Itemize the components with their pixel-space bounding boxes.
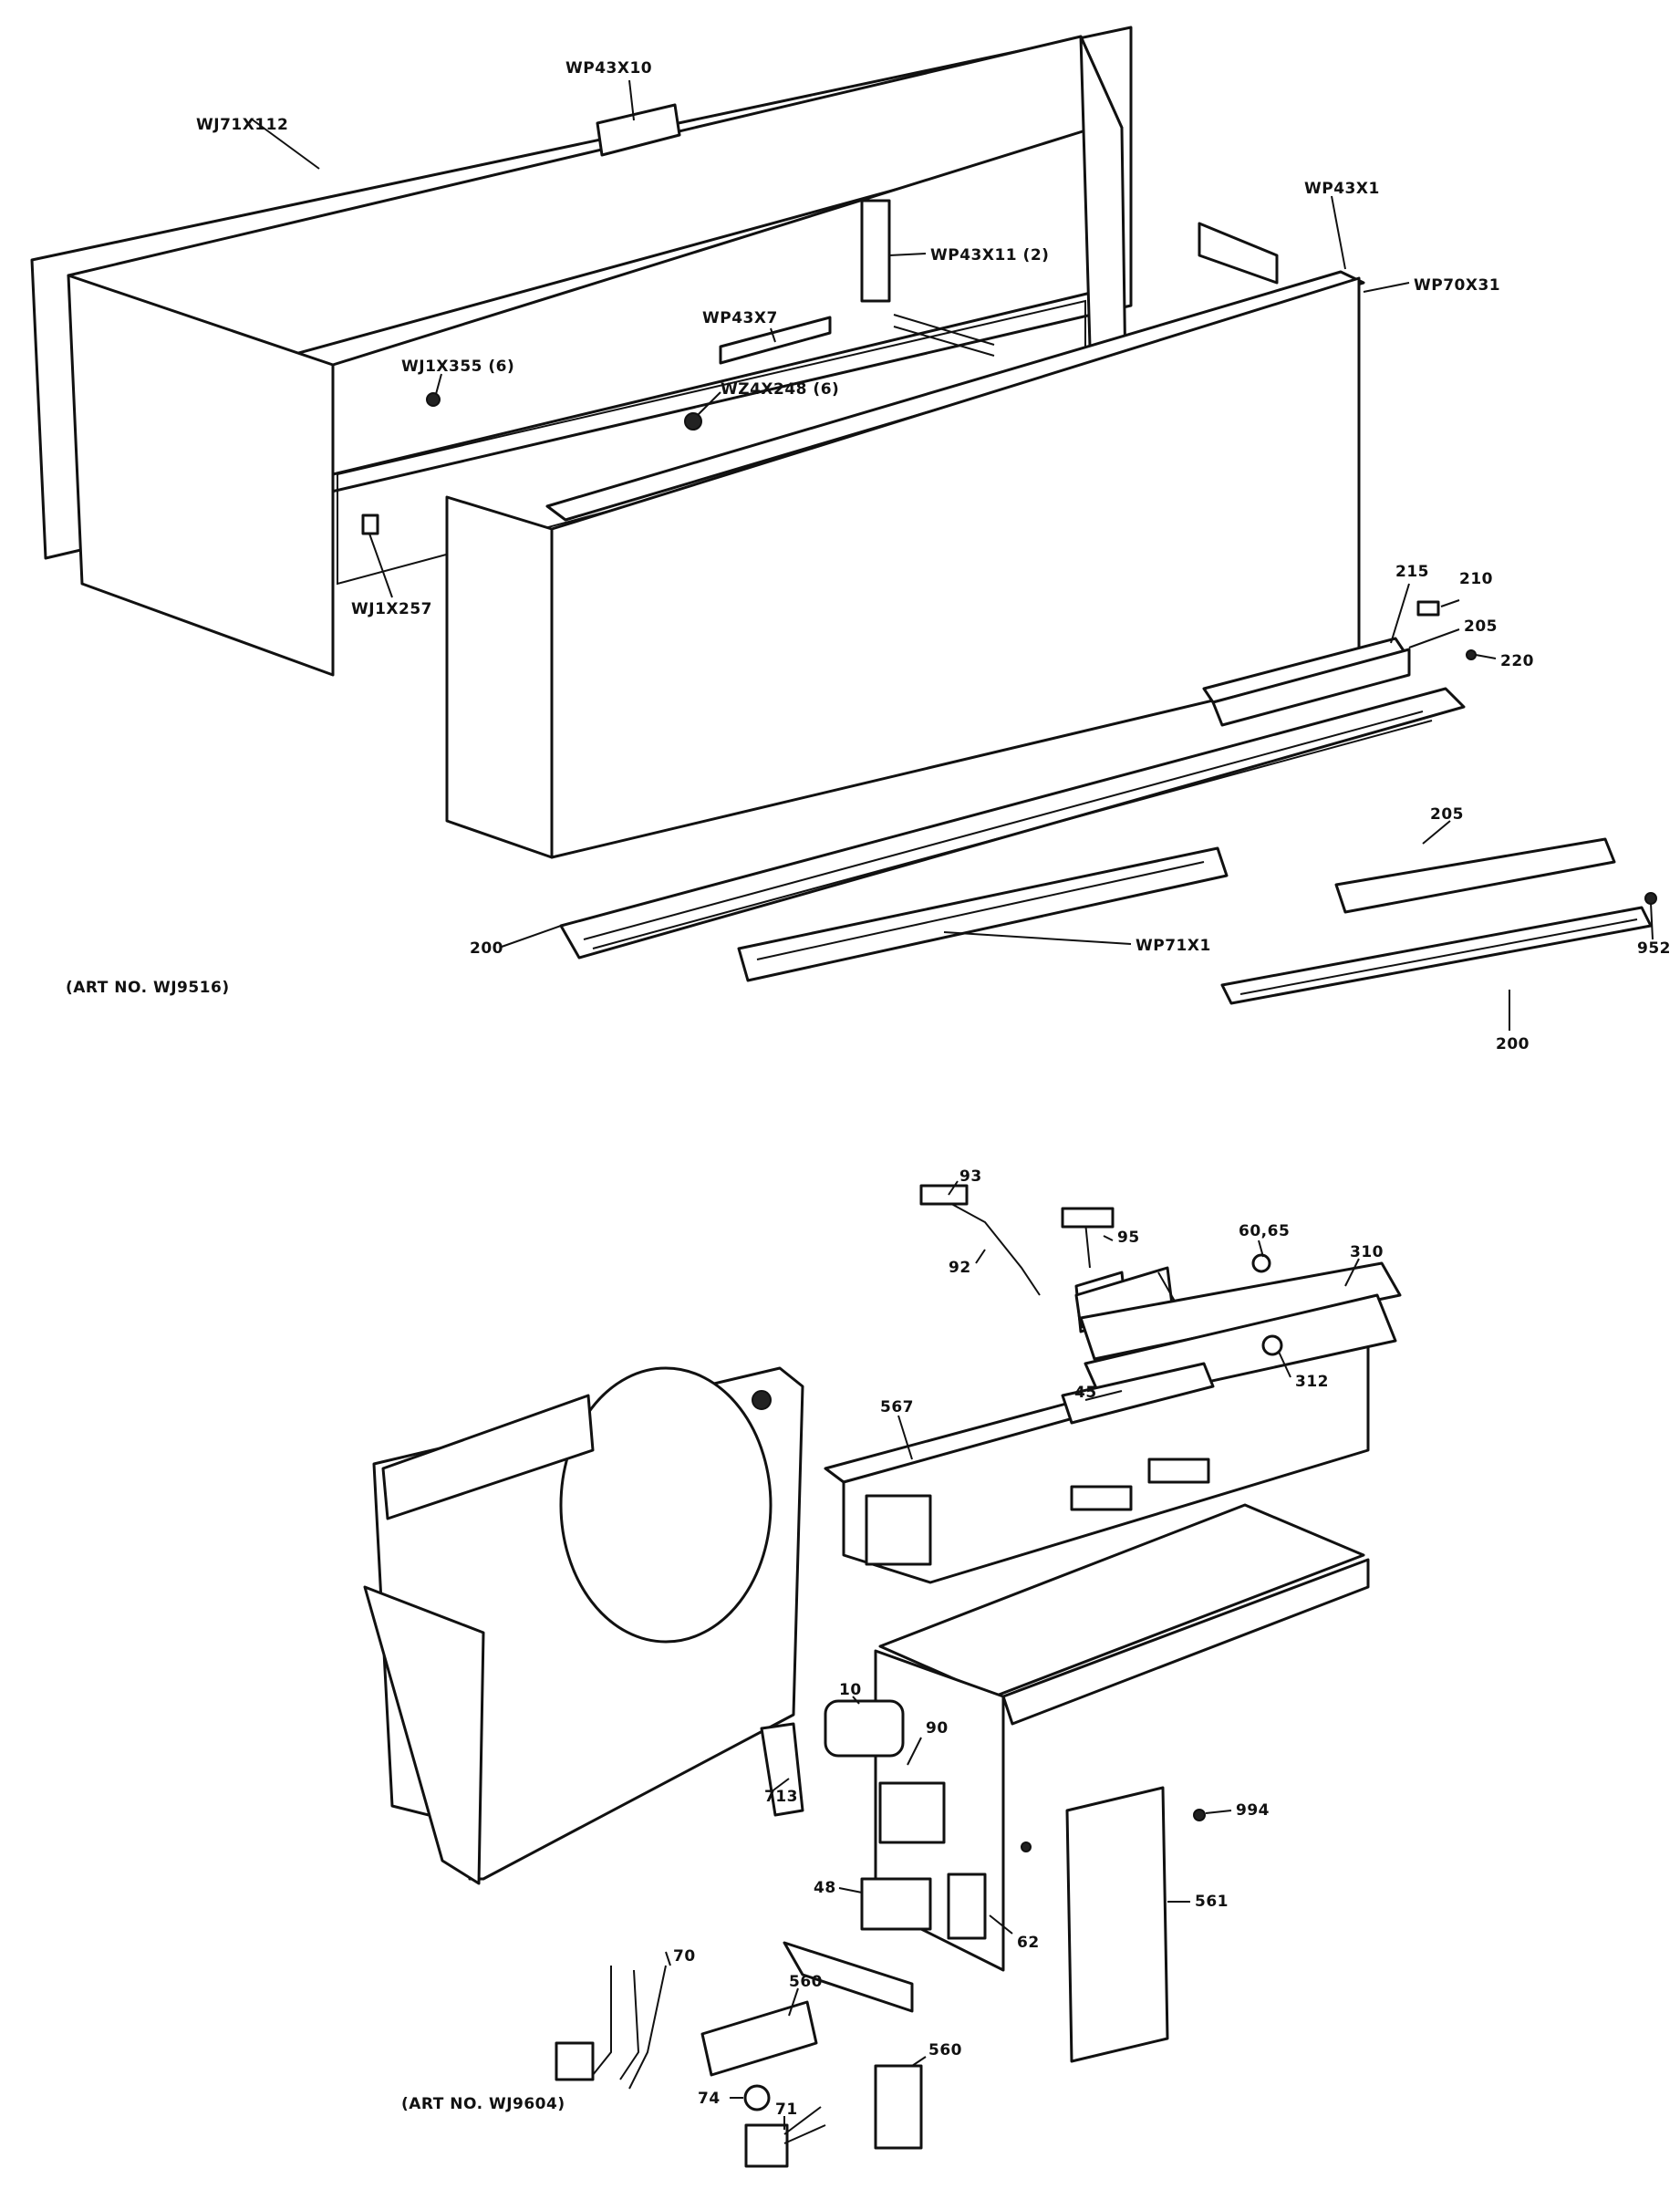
label-215: 215 [1395, 563, 1429, 581]
label-71: 71 [775, 2101, 798, 2119]
discharge-grille-assembly [559, 637, 1466, 960]
label-wz4x248: WZ4X248 (6) [721, 380, 839, 399]
label-wp70x31: WP70X31 [1414, 276, 1500, 295]
art-number-bottom: (ART NO. WJ9604) [401, 2095, 565, 2113]
label-310: 310 [1350, 1243, 1384, 1261]
label-205-upper: 205 [1464, 617, 1498, 636]
nameplate-310 [1061, 1253, 1402, 1425]
label-205-lower: 205 [1430, 805, 1464, 824]
label-560-upper: 560 [789, 1973, 823, 1991]
label-90: 90 [926, 1719, 949, 1738]
bottom-labels: 93 95 92 60,65 310 312 45 567 10 90 713 … [401, 1167, 1384, 2119]
label-560-lower: 560 [928, 2041, 962, 2059]
label-561: 561 [1195, 1893, 1229, 1911]
label-567: 567 [880, 1398, 914, 1416]
label-994: 994 [1236, 1801, 1270, 1820]
label-210: 210 [1459, 570, 1493, 588]
room-cabinet [445, 222, 1365, 859]
access-panel-561 [1065, 1786, 1169, 2063]
label-48: 48 [814, 1879, 836, 1897]
art-number-top: (ART NO. WJ9516) [66, 979, 230, 997]
label-wj71x112: WJ71X112 [196, 116, 288, 134]
label-45: 45 [1074, 1384, 1097, 1402]
label-wp43x11: WP43X11 (2) [930, 246, 1049, 265]
power-cord-70 [555, 1965, 667, 2090]
label-wj1x257: WJ1X257 [351, 600, 432, 618]
label-93: 93 [959, 1167, 982, 1186]
bottom-small-parts [700, 1809, 1206, 2168]
top-labels: WP43X10 WJ71X112 WP43X1 WP43X11 (2) WP70… [66, 59, 1671, 1053]
label-70: 70 [673, 1947, 696, 1966]
label-200-right: 200 [1496, 1035, 1530, 1053]
label-713: 713 [764, 1788, 798, 1806]
label-952: 952 [1637, 939, 1671, 958]
label-wp43x10: WP43X10 [565, 59, 652, 78]
label-200-left: 200 [470, 939, 503, 958]
top-leaders [250, 79, 1654, 1031]
label-10: 10 [839, 1681, 862, 1699]
fan-shroud-bulkhead [363, 1366, 804, 1885]
capacitor-transformer-relay [760, 1699, 987, 1940]
bottom-leaders [665, 1180, 1360, 2130]
label-92: 92 [949, 1259, 971, 1277]
label-wp71x1: WP71X1 [1136, 937, 1211, 955]
control-cover-right [1220, 837, 1653, 1005]
label-wp43x1: WP43X1 [1304, 180, 1380, 198]
label-220: 220 [1500, 652, 1534, 670]
label-312: 312 [1295, 1373, 1329, 1391]
return-grille [737, 846, 1229, 982]
label-62: 62 [1017, 1934, 1040, 1952]
label-60-65: 60,65 [1239, 1222, 1290, 1240]
label-74: 74 [698, 2090, 721, 2108]
label-wj1x355: WJ1X355 (6) [401, 358, 514, 376]
label-wp43x7: WP43X7 [702, 309, 778, 327]
label-95: 95 [1117, 1229, 1140, 1247]
